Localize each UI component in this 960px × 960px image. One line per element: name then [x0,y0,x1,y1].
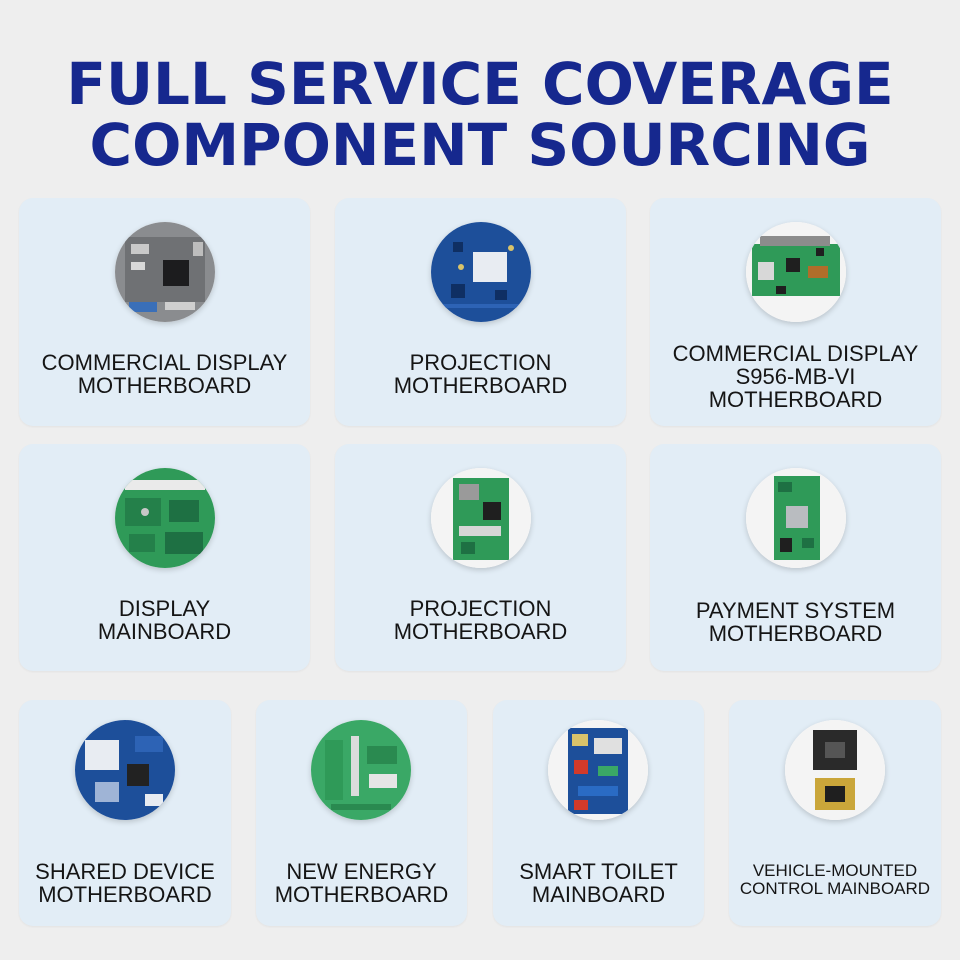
card-label-line: MOTHERBOARD [77,373,252,398]
product-card-payment-system[interactable]: PAYMENT SYSTEM MOTHERBOARD [650,444,941,671]
product-card-commercial-display-s956[interactable]: COMMERCIAL DISPLAY S956-MB-VI MOTHERBOAR… [650,198,941,426]
card-label-line: DISPLAY [118,596,211,621]
page-title-line-2: COMPONENT SOURCING [89,111,871,179]
card-label-line: PROJECTION [409,350,552,375]
product-card-projection[interactable]: PROJECTION MOTHERBOARD [335,198,626,426]
card-label-line: NEW ENERGY [286,859,437,884]
card-label-line: MOTHERBOARD [274,882,449,907]
circuit-board-icon [785,720,885,820]
product-card-new-energy[interactable]: NEW ENERGY MOTHERBOARD [256,700,467,926]
card-label-line: SMART TOILET [519,859,678,884]
card-label-line: MAINBOARD [97,619,232,644]
circuit-board-icon [548,720,648,820]
card-label-line: PAYMENT SYSTEM [695,598,896,623]
card-label-line: S956-MB-VI [735,364,856,389]
product-card-projection-2[interactable]: PROJECTION MOTHERBOARD [335,444,626,671]
card-label-line: MOTHERBOARD [393,373,568,398]
card-label-line: MOTHERBOARD [393,619,568,644]
card-label-line: CONTROL MAINBOARD [739,879,931,898]
card-label-line: COMMERCIAL DISPLAY [41,350,288,375]
product-card-smart-toilet[interactable]: SMART TOILET MAINBOARD [493,700,704,926]
card-label-line: MOTHERBOARD [38,882,212,907]
product-card-shared-device[interactable]: SHARED DEVICE MOTHERBOARD [19,700,231,926]
circuit-board-icon [75,720,175,820]
product-card-vehicle-mounted[interactable]: VEHICLE-MOUNTED CONTROL MAINBOARD [729,700,941,926]
card-label-line: COMMERCIAL DISPLAY [672,341,919,366]
circuit-board-icon [115,222,215,322]
circuit-board-icon [746,222,846,322]
circuit-board-icon [431,222,531,322]
card-label-line: MAINBOARD [531,882,666,907]
page-title-line-1: FULL SERVICE COVERAGE [66,50,894,118]
product-card-display-mainboard[interactable]: DISPLAY MAINBOARD [19,444,310,671]
card-label-line: PROJECTION [409,596,552,621]
card-label-line: MOTHERBOARD [708,387,883,412]
card-label-line: SHARED DEVICE [35,859,215,884]
circuit-board-icon [746,468,846,568]
circuit-board-icon [431,468,531,568]
product-card-commercial-display[interactable]: COMMERCIAL DISPLAY MOTHERBOARD [19,198,310,426]
circuit-board-icon [115,468,215,568]
circuit-board-icon [311,720,411,820]
card-label-line: MOTHERBOARD [708,621,883,646]
card-label-line: VEHICLE-MOUNTED [752,861,918,880]
